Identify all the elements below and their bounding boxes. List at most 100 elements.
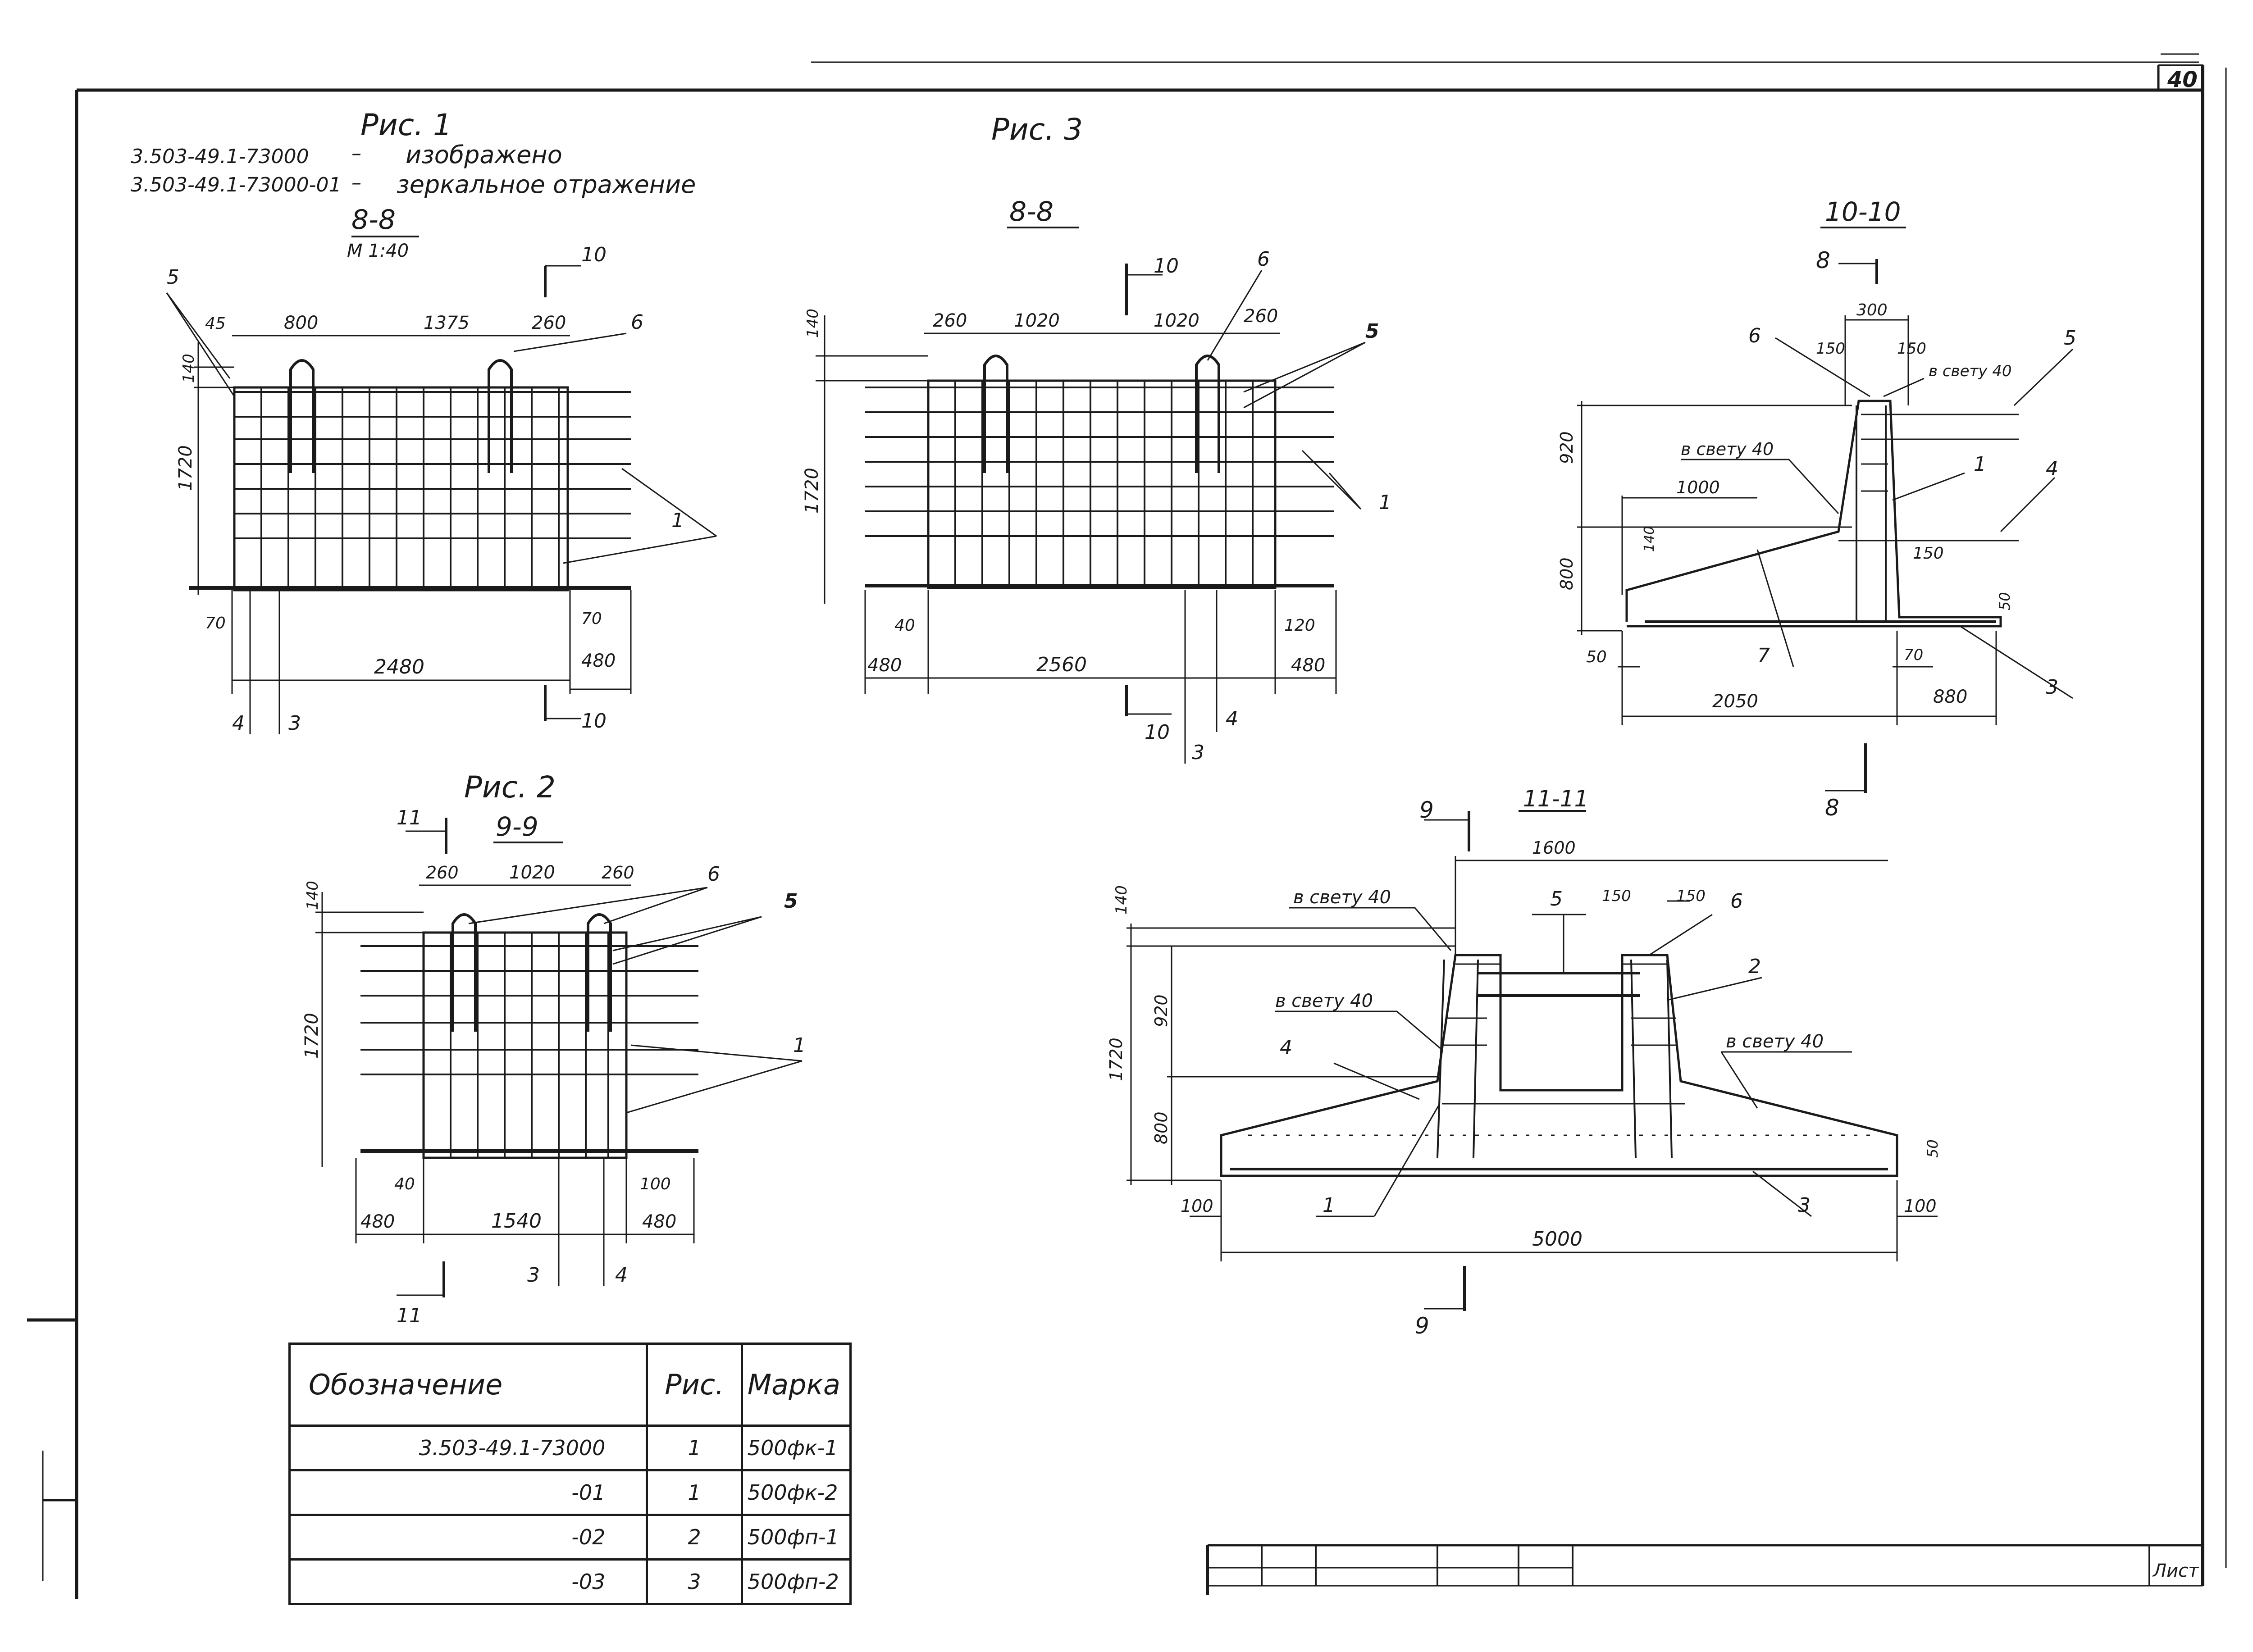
- table-row: -01 1 500фк-2: [288, 1469, 852, 1516]
- callout: 6: [631, 311, 643, 334]
- dim: 260: [933, 310, 967, 331]
- dim: 1000: [1676, 478, 1720, 497]
- header-notes: Рис. 1 3.503-49.1-73000 – изображено 3.5…: [131, 108, 1083, 805]
- dim: 920: [1557, 431, 1577, 464]
- dim: 150: [1816, 340, 1845, 358]
- dim: 150: [1897, 340, 1926, 358]
- table-row: -02 2 500фп-1: [288, 1514, 852, 1561]
- callout: 3: [1798, 1194, 1811, 1217]
- dim: 880: [1933, 687, 1967, 707]
- fig1-code-2: 3.503-49.1-73000-01: [131, 173, 342, 196]
- fig-cell: 3: [646, 1558, 743, 1605]
- note: в свету 40: [1293, 887, 1391, 908]
- fig-cell: 1: [646, 1469, 743, 1516]
- dim: 1600: [1532, 838, 1576, 858]
- dim: 2480: [374, 655, 424, 678]
- dim: 40: [894, 616, 915, 635]
- callout: 3: [1192, 741, 1204, 764]
- designation-cell: -02: [288, 1514, 648, 1561]
- dim: 480: [360, 1211, 395, 1232]
- dim: 800: [284, 313, 318, 333]
- callout: 3: [288, 712, 301, 735]
- col-header-mark: Марка: [740, 1343, 852, 1427]
- sheet-frame: 40 Лист: [27, 53, 2227, 1599]
- dim: 1540: [491, 1210, 542, 1233]
- fig2-side-11-11: 11-11 9: [1106, 786, 1941, 1339]
- cut-label: 10: [1154, 255, 1179, 278]
- dim: 480: [581, 651, 616, 671]
- callout: 4: [2046, 457, 2058, 480]
- dim: 140: [304, 881, 322, 910]
- designation-cell: 3.503-49.1-73000: [288, 1424, 648, 1471]
- callout: 5: [2064, 327, 2076, 350]
- fig1-sep-2: –: [351, 171, 361, 194]
- cut-label: 10: [581, 243, 607, 266]
- callout: 6: [707, 863, 720, 886]
- fig1-code-1: 3.503-49.1-73000: [131, 145, 309, 168]
- dim: 1720: [175, 445, 196, 491]
- callout: 5: [1365, 320, 1379, 343]
- dim: 50: [1924, 1139, 1941, 1158]
- callout: 1: [1974, 453, 1986, 476]
- cut-label: 8: [1825, 795, 1839, 821]
- section-title: 11-11: [1523, 786, 1588, 812]
- dim: 5000: [1532, 1228, 1583, 1251]
- callout: 1: [1379, 491, 1391, 514]
- dim: 150: [1913, 544, 1944, 563]
- callout: 5: [784, 890, 798, 913]
- dim: 2560: [1036, 653, 1087, 676]
- dim: 70: [1904, 646, 1923, 664]
- callout: 6: [1730, 890, 1743, 913]
- callout: 2: [1748, 955, 1761, 978]
- designation-cell: -01: [288, 1469, 648, 1516]
- callout: 5: [167, 266, 179, 289]
- dim: 260: [426, 863, 459, 883]
- dim: 1020: [1154, 310, 1199, 331]
- dim: 480: [642, 1211, 676, 1232]
- dim: 100: [1904, 1196, 1937, 1216]
- dim: 100: [640, 1175, 671, 1193]
- dim: 2050: [1712, 691, 1758, 712]
- dim: 1720: [802, 468, 822, 514]
- col-header-designation: Обозначение: [288, 1343, 648, 1427]
- dim: 45: [205, 314, 226, 333]
- callout: 4: [615, 1264, 628, 1287]
- col-header-fig: Рис.: [646, 1343, 743, 1427]
- dim: 260: [602, 863, 634, 883]
- dim: 140: [1113, 885, 1131, 915]
- scale-label: М 1:40: [347, 241, 409, 261]
- spec-table: Обозначение Рис. Марка 3.503-49.1-73000 …: [288, 1343, 852, 1605]
- dim: 120: [1284, 616, 1315, 635]
- dim: 50: [1586, 648, 1607, 666]
- dim: 1375: [424, 313, 470, 333]
- dim: 100: [1181, 1196, 1213, 1216]
- dim: 1020: [509, 862, 555, 883]
- section-title: 8-8: [351, 204, 396, 236]
- dim: 260: [532, 313, 566, 333]
- fig1-note-1: изображено: [406, 141, 562, 169]
- table-row: -03 3 500фп-2: [288, 1558, 852, 1605]
- dim: 140: [1642, 526, 1657, 552]
- dim: 480: [1291, 655, 1325, 676]
- mark-cell: 500фк-2: [740, 1469, 852, 1516]
- dim: 920: [1151, 994, 1171, 1027]
- cut-label: 10: [1145, 721, 1170, 744]
- dim: 140: [804, 309, 822, 338]
- fig3-title: Рис. 3: [991, 112, 1083, 147]
- dim: 140: [180, 354, 198, 383]
- dim: 70: [205, 614, 226, 633]
- callout: 6: [1257, 248, 1270, 271]
- cut-label: 8: [1816, 247, 1830, 273]
- callout: 4: [1226, 707, 1238, 730]
- note: в свету 40: [1681, 439, 1774, 459]
- section-title: 10-10: [1825, 196, 1901, 227]
- dim: 40: [394, 1175, 415, 1193]
- dim: 150: [1676, 887, 1706, 905]
- dim: 1720: [1106, 1038, 1126, 1081]
- dim: 300: [1856, 301, 1888, 319]
- list-label: Лист: [2152, 1561, 2199, 1581]
- fig-cell: 1: [646, 1424, 743, 1471]
- fig-cell: 2: [646, 1514, 743, 1561]
- callout: 1: [1323, 1194, 1335, 1217]
